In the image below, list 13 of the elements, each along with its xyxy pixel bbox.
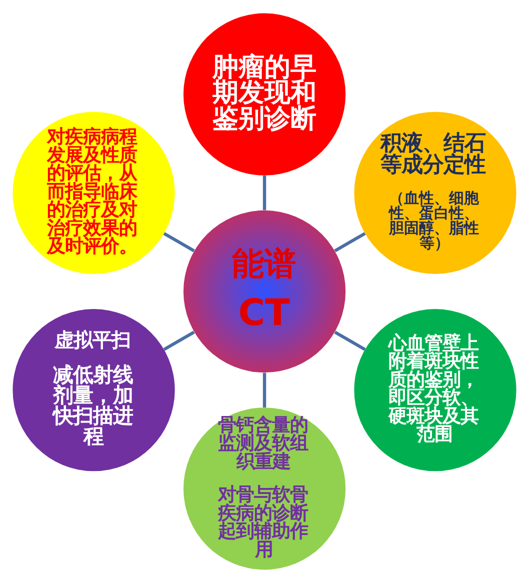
connector	[163, 330, 195, 351]
connector	[334, 330, 366, 351]
connector	[334, 232, 366, 252]
node-circle: 能谱 CT	[183, 210, 346, 373]
node-circle: 骨钙含量的监测及软组织重建 对骨与软骨疾病的诊断起到辅助作用	[183, 408, 346, 570]
node-circle: 虚拟平扫 减低射线剂量，加快扫描进程	[12, 309, 175, 472]
connector	[163, 232, 195, 252]
node-circle: 积液、结石等成分定性 （血性、细胞性、蛋白性、胆固醇、脂性等）	[354, 112, 516, 274]
node-circle: 心血管壁上附着斑块性质的鉴别，即区分软、硬斑块及其范围	[354, 309, 516, 472]
connector	[262, 176, 266, 210]
node-circle: 肿瘤的早期发现和鉴别诊断	[183, 13, 346, 176]
node-circle: 对疾病病程发展及性质的评估，从而指导临床的治疗及对治疗效果的及时评价。	[12, 112, 175, 274]
connector	[262, 372, 266, 408]
